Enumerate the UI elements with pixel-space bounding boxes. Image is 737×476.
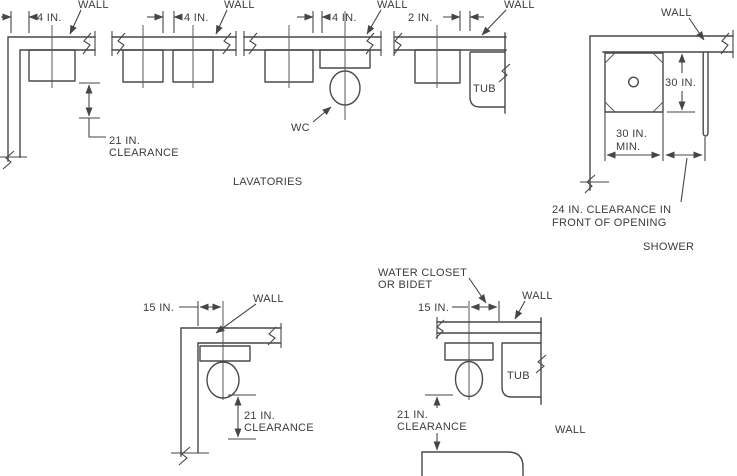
wall-break-icon <box>720 32 730 55</box>
wall-label: WALL <box>377 0 408 11</box>
clearance-text: 21 IN. <box>397 409 428 421</box>
wall-leader-arrow <box>215 303 257 334</box>
wall-break-icon <box>584 174 596 194</box>
wall-break-icon <box>82 32 92 55</box>
wall-break-icon <box>267 326 277 346</box>
dimension-text: 4 IN. <box>37 12 62 24</box>
wall-label: WALL <box>224 0 255 11</box>
dimension-text: 4 IN. <box>332 12 357 24</box>
wc-bowl <box>206 361 240 399</box>
wall-break-icon <box>535 354 547 374</box>
clearance-note: FRONT OF OPENING <box>552 217 667 229</box>
wall-lines <box>180 327 282 457</box>
wall-lines <box>243 36 382 51</box>
dimension-text: 4 IN. <box>184 12 209 24</box>
clearance-text: 21 IN. <box>244 410 275 422</box>
dimension-text: 30 IN. <box>616 128 647 140</box>
wall-label: WALL <box>78 0 109 11</box>
pan-corner-marks <box>604 52 664 113</box>
clearance-text: CLEARANCE <box>397 421 467 433</box>
wall-lines <box>111 36 237 51</box>
shower-section: 30 IN. 30 IN. MIN. 24 IN. CLEARANCE IN F… <box>552 7 734 253</box>
wall-break-icon <box>393 32 403 55</box>
lavatory-wc-diagram: 4 IN. WC WALL <box>243 0 408 134</box>
leader-line <box>88 118 106 138</box>
clearance-note: 24 IN. CLEARANCE IN <box>552 204 671 216</box>
shower-caption: SHOWER <box>643 241 694 253</box>
wall-break-icon <box>116 32 126 55</box>
wall-lines <box>589 35 734 191</box>
dimension-text: 30 IN. <box>665 77 696 89</box>
dimension-text: 15 IN. <box>143 302 174 314</box>
wall-label: WALL <box>253 293 284 305</box>
wall-leader-arrow <box>688 17 705 41</box>
wall-break-icon <box>435 319 445 339</box>
clearance-text: CLEARANCE <box>244 422 314 434</box>
wall-leader-arrow <box>514 300 526 320</box>
extension-lines <box>604 112 706 161</box>
clearance-text: 21 IN. <box>109 135 140 147</box>
wc-corner-diagram: 15 IN. 21 IN. CLEARANCE WALL <box>143 293 314 466</box>
wall-label: WALL <box>522 290 553 302</box>
wall-break-icon <box>2 150 15 170</box>
lavatory-corner-diagram: 4 IN. WALL 21 IN. CLEARANCE <box>0 0 179 170</box>
wall-lines <box>436 321 542 334</box>
facing-wall-outline <box>421 451 524 476</box>
wall-break-icon <box>222 32 232 55</box>
wall-lines <box>394 36 507 51</box>
fixture-leader-arrow <box>468 277 487 304</box>
drain-icon <box>628 76 640 88</box>
wc-label: WC <box>291 122 310 134</box>
tub-outline <box>501 342 541 398</box>
wc-leader-arrow <box>312 106 332 123</box>
lavatory-tub-diagram: 2 IN. TUB WALL <box>393 0 535 114</box>
dimension-text: 2 IN. <box>408 12 433 24</box>
wall-leader-arrow <box>215 9 228 35</box>
wc-bowl <box>454 360 484 398</box>
leader-line <box>680 157 688 203</box>
wall-label: WALL <box>555 424 586 436</box>
lavatories-section: 4 IN. WALL 21 IN. CLEARANCE 4 IN. <box>0 0 535 188</box>
wc-tank <box>199 345 251 362</box>
shower-door-panel <box>702 52 709 137</box>
fixture-note: WATER CLOSET <box>378 267 467 279</box>
fixture-note: OR BIDET <box>378 279 432 291</box>
wall-leader-arrow <box>481 9 507 36</box>
wall-break-icon <box>178 446 191 466</box>
dimension-text: 15 IN. <box>418 302 449 314</box>
clearance-text: CLEARANCE <box>109 147 179 159</box>
tub-label: TUB <box>473 83 496 95</box>
wc-tub-diagram: WATER CLOSET OR BIDET 15 IN. TUB WALL 21… <box>378 267 586 476</box>
wall-label: WALL <box>661 7 692 19</box>
wall-label: WALL <box>504 0 535 11</box>
wall-break-icon <box>248 32 258 55</box>
wall-leader-arrow <box>366 9 382 35</box>
double-lavatory-diagram: 4 IN. WALL <box>111 0 255 88</box>
dimension-text: MIN. <box>616 141 640 153</box>
shower-pan <box>604 52 664 113</box>
tub-outline <box>469 51 505 108</box>
wall-leader-arrow <box>69 9 82 35</box>
wall-break-icon <box>498 63 511 83</box>
wc-tank <box>444 342 494 361</box>
lavatories-caption: LAVATORIES <box>233 176 302 188</box>
tub-label: TUB <box>507 370 530 382</box>
